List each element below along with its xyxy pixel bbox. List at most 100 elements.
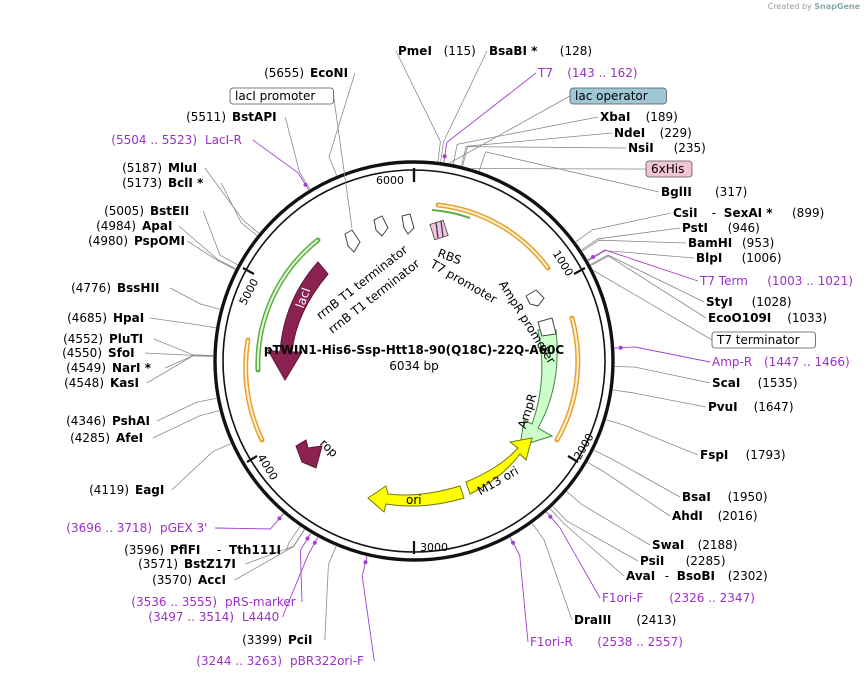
site-position: (2016) (718, 509, 758, 523)
site-separator: - (217, 543, 221, 557)
site-position: (5655) (264, 66, 304, 80)
site-nari-: NarI * (112, 361, 152, 375)
leader-line (478, 151, 660, 193)
leader-line (440, 50, 488, 162)
credit: Created by SnapGene (768, 2, 860, 11)
leader-line (566, 491, 651, 546)
site-xbai: XbaI (600, 110, 630, 124)
site-position: (899) (792, 206, 824, 220)
leader-lines (144, 50, 713, 662)
primer-mark (511, 540, 515, 545)
primer-prs-marker: pRS-marker (225, 595, 296, 609)
site-position: (1028) (752, 295, 792, 309)
leader-line (252, 139, 309, 191)
leader-line (215, 513, 284, 530)
site-afei: AfeI (116, 431, 143, 445)
leader-line (614, 346, 711, 363)
site-position: (115) (444, 44, 476, 58)
site-styi: StyI (706, 295, 733, 309)
site-bglii: BglII (661, 185, 692, 199)
leader-line (234, 529, 305, 581)
primer-range: (5504 .. 5523) (111, 133, 197, 147)
leader-line (546, 511, 601, 599)
leader-line (509, 537, 529, 643)
leader-line (152, 410, 220, 439)
site-position: (5173) (122, 176, 162, 190)
site-position: (4550) (62, 346, 102, 360)
leader-line (186, 240, 236, 270)
leader-line (443, 72, 537, 163)
site-bstz17i: BstZ17I (184, 557, 236, 571)
leader-line (165, 355, 214, 369)
feature-rop-label: rop (317, 436, 341, 460)
site-ecoo109i: EcoO109I (708, 311, 771, 325)
leader-line (328, 72, 356, 176)
label-t7-terminator: T7 terminator (716, 333, 800, 347)
leader-line (452, 116, 599, 164)
primer-mark (363, 560, 368, 565)
site-separator: - (665, 569, 669, 583)
site-sfoi: SfoI (108, 346, 135, 360)
site-position: (5005) (104, 204, 144, 218)
leader-line (449, 95, 571, 164)
site-position: (4548) (64, 376, 104, 390)
site-position: (4685) (67, 311, 107, 325)
site-eagi: EagI (135, 483, 164, 497)
site-position: (189) (646, 110, 678, 124)
leader-line (581, 227, 681, 251)
leader-line (549, 508, 625, 577)
primer-range: (2538 .. 2557) (597, 635, 683, 649)
site-position: (3596) (124, 543, 164, 557)
leader-line (178, 225, 236, 269)
site-pflfi: PflFI (170, 543, 200, 557)
leader-line (286, 526, 301, 551)
site-bstapi: BstAPI (232, 110, 277, 124)
leader-line (171, 443, 231, 491)
label-lacI-promoter-box (229, 87, 334, 105)
leader-line (593, 449, 681, 498)
label-6xhis: 6xHis (651, 162, 684, 176)
site-position: (5187) (122, 161, 162, 175)
leader-line (220, 182, 258, 236)
feature-m13[interactable]: M13 ori (465, 437, 533, 498)
leader-line (612, 389, 707, 408)
leader-line (202, 210, 238, 266)
site-pspomi: PspOMI (134, 234, 185, 248)
site-position: (1647) (754, 400, 794, 414)
site-position: (4119) (89, 483, 129, 497)
label-t7-terminator-box (711, 331, 816, 349)
site-position: (4549) (66, 361, 106, 375)
site-avai: AvaI (626, 569, 655, 583)
site-position: (2188) (698, 538, 738, 552)
feature-rbs-region (429, 219, 449, 241)
site-bamhi: BamHI (688, 236, 732, 250)
leader-line (590, 254, 705, 303)
primer-range: (2326 .. 2347) (669, 591, 755, 605)
plasmid-name: pTWIN1-His6-Ssp-Htt18-90(Q18C)-22Q-A60C (264, 343, 564, 357)
feature-rop[interactable]: rop (295, 436, 341, 469)
feature-ori[interactable]: ori (367, 485, 465, 513)
feature-ori-label: ori (406, 493, 422, 507)
leader-line (299, 533, 311, 603)
site-bsobi: BsoBI (677, 569, 715, 583)
primer-mark (305, 536, 310, 541)
leader-line (587, 461, 671, 517)
primer-mark (618, 345, 623, 350)
site-sexai-: SexAI * (724, 206, 773, 220)
primer-pgex-3-: pGEX 3' (160, 521, 207, 535)
label-lac-operator: lac operator (575, 89, 648, 103)
site-econi: EcoNI (310, 66, 348, 80)
site-position: (2285) (686, 554, 726, 568)
feature-laci[interactable]: lacI (267, 261, 329, 381)
tick-marks (242, 168, 586, 554)
backbone-outer (213, 160, 615, 562)
site-position: (4776) (71, 281, 111, 295)
leader-line (284, 116, 311, 190)
site-position: (235) (674, 141, 706, 155)
site-acci: AccI (198, 573, 226, 587)
site-bsshii: BssHII (117, 281, 159, 295)
leader-line (324, 546, 337, 641)
leader-line (395, 50, 441, 162)
credit-prefix: Created by (767, 2, 812, 11)
